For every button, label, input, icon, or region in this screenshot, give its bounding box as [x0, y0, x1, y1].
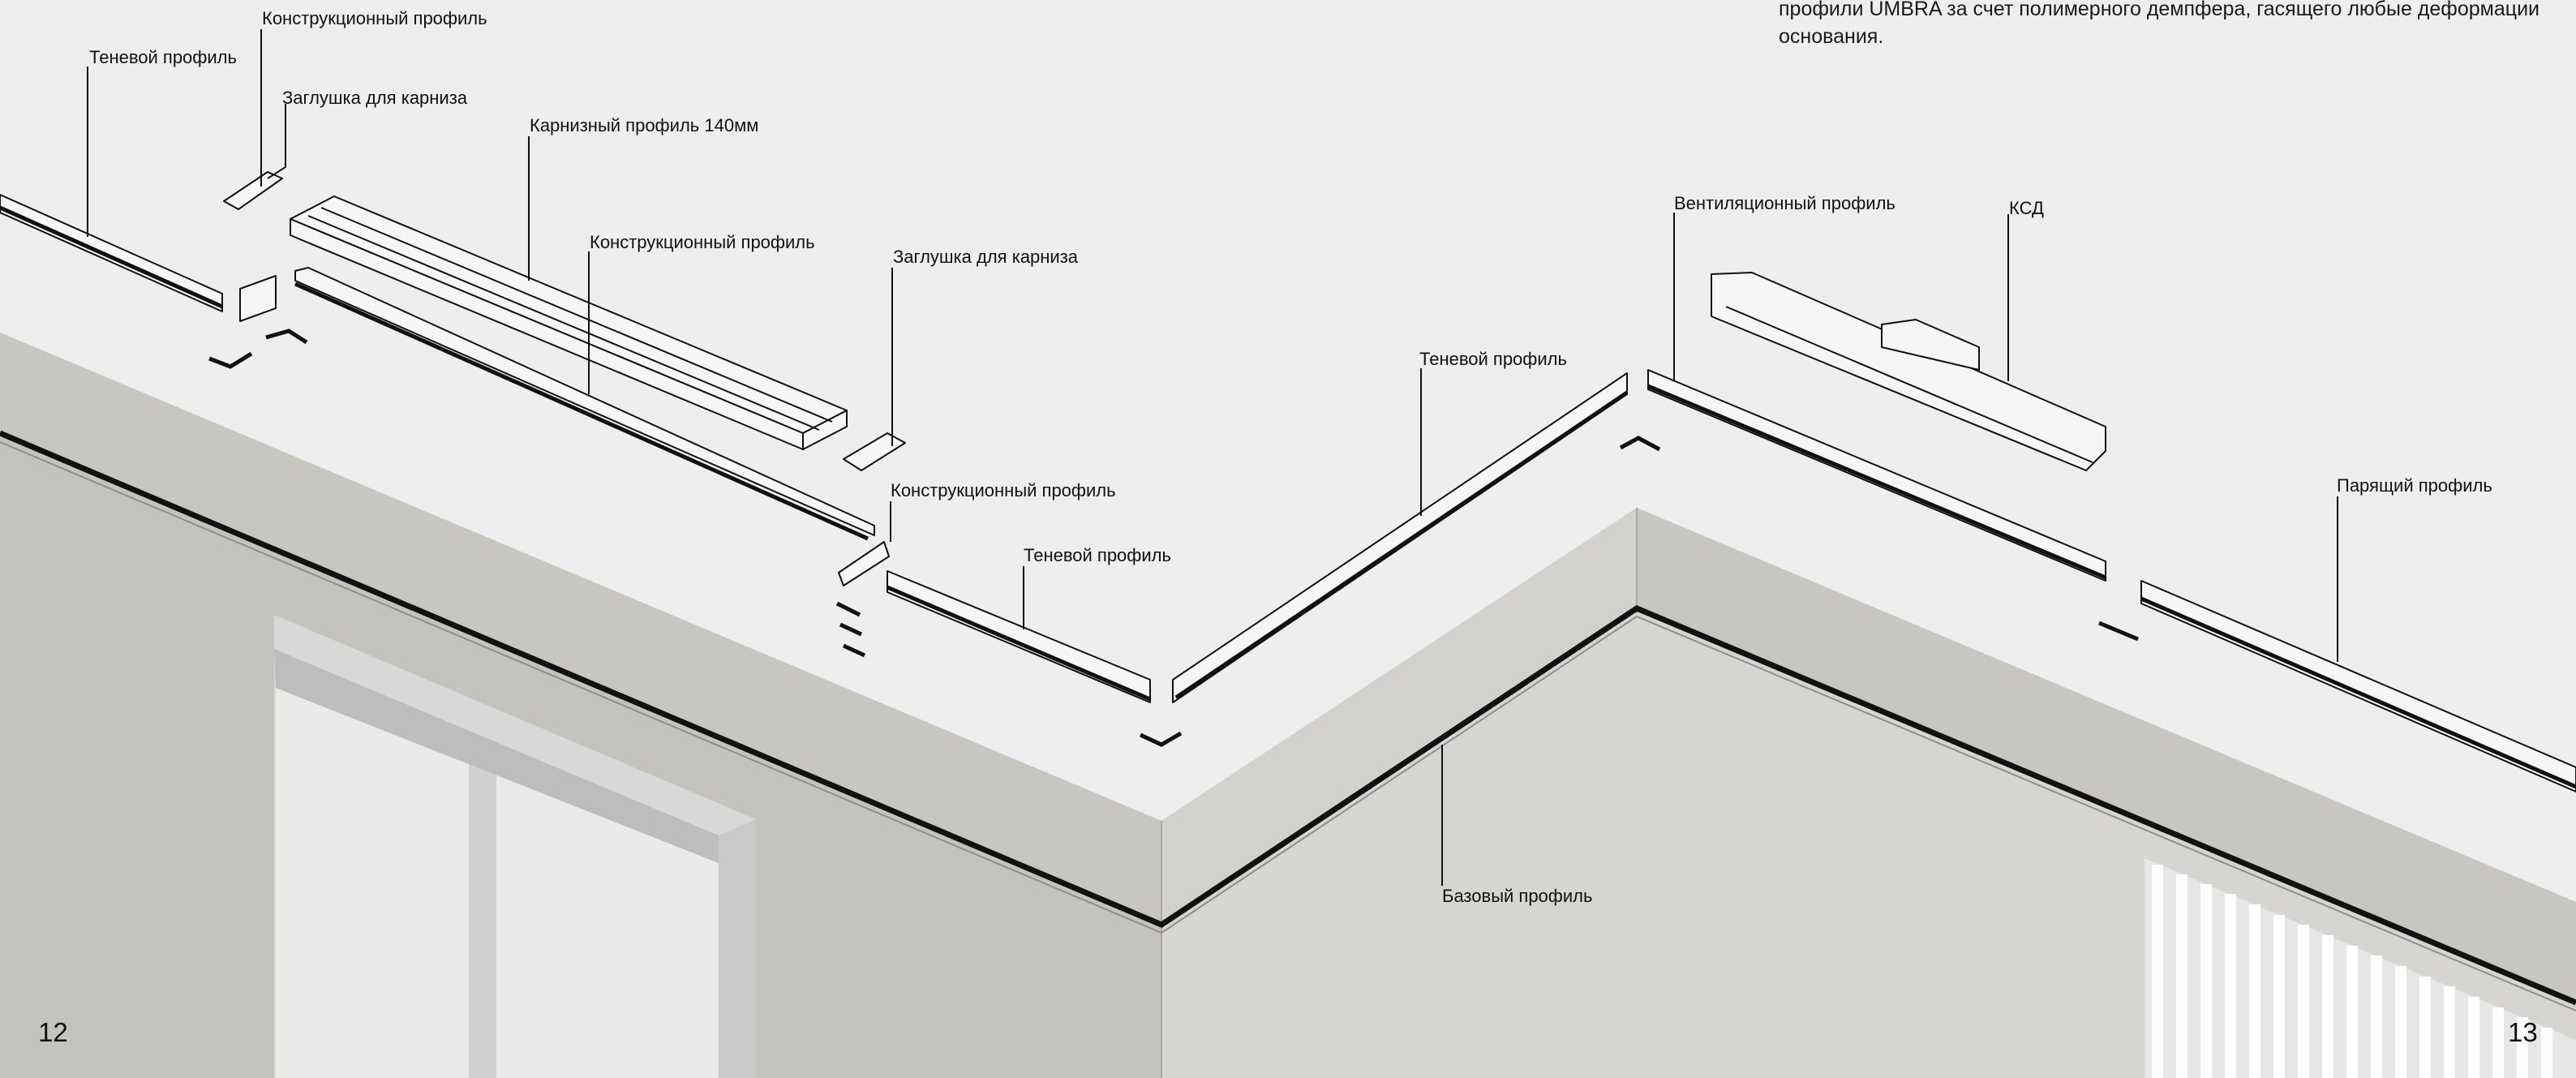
- page-number-left: 12: [38, 1017, 68, 1047]
- label-ventilation-profile: Вентиляционный профиль: [1674, 193, 1896, 213]
- cornice-plug-top-left: [223, 171, 283, 210]
- label-shadow-profile-3: Теневой профиль: [1419, 349, 1567, 369]
- label-floating-profile: Парящий профиль: [2337, 475, 2492, 496]
- label-construction-profile-2: Конструкционный профиль: [590, 232, 815, 252]
- radiator: [2145, 858, 2576, 1078]
- window-glass: [276, 688, 719, 1078]
- label-cornice-profile-140: Карнизный профиль 140мм: [530, 115, 759, 135]
- leader-lines: [87, 29, 2338, 886]
- ksd-unit: [1711, 272, 2106, 471]
- window-mullion: [469, 762, 496, 1078]
- intro-line-2: основания.: [1779, 25, 1884, 48]
- intro-line-1: профили UMBRA за счет полимерного демпфе…: [1779, 0, 2540, 20]
- label-cornice-plug-2: Заглушка для карниза: [893, 247, 1079, 267]
- page-number-right: 13: [2508, 1017, 2538, 1047]
- label-construction-profile-1: Конструкционный профиль: [262, 8, 487, 28]
- cornice-plug-right: [843, 432, 906, 471]
- label-construction-profile-3: Конструкционный профиль: [891, 480, 1116, 500]
- label-shadow-profile-1: Теневой профиль: [89, 47, 237, 67]
- base-profile-line: [0, 430, 2576, 1006]
- corner-plane: [1161, 508, 1637, 925]
- label-shadow-profile-2: Теневой профиль: [1024, 545, 1171, 565]
- intro-text: профили UMBRA за счет полимерного демпфе…: [1779, 0, 2540, 50]
- base-profile-shadow: [0, 441, 2576, 1011]
- construction-profile-corner: [838, 541, 890, 586]
- construction-profile-small: [239, 275, 277, 322]
- label-cornice-plug-1: Заглушка для карниза: [282, 88, 468, 108]
- window-head: [274, 649, 719, 863]
- window-jamb: [719, 819, 756, 1078]
- soffit-band-right: [1637, 508, 2576, 1006]
- label-ksd: КСД: [2009, 198, 2044, 218]
- construction-profile-long: [294, 267, 875, 536]
- label-base-profile: Базовый профиль: [1442, 886, 1593, 906]
